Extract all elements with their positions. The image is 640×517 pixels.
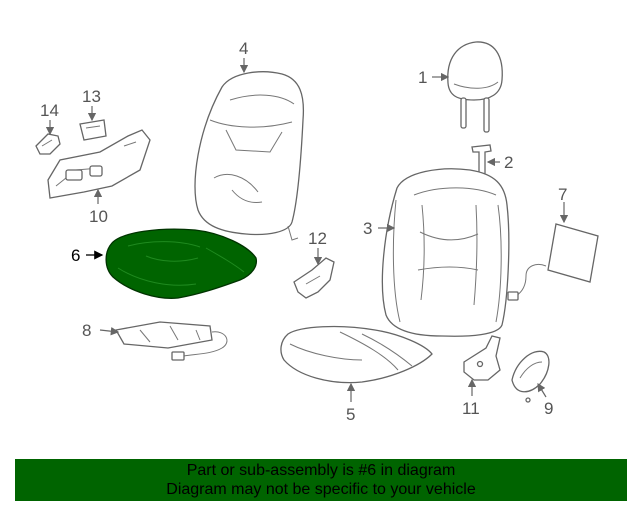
part-7-seat-heater[interactable] — [507, 223, 599, 301]
part-10-side-trim[interactable] — [47, 129, 151, 199]
part-3-seatback-cover[interactable] — [381, 168, 510, 337]
part-12-bracket[interactable] — [293, 257, 335, 299]
part-14-knob[interactable] — [35, 133, 61, 155]
callout-labels: 1 2 3 4 5 6 7 8 9 10 11 12 13 14 — [40, 39, 567, 424]
callout-5[interactable]: 5 — [346, 405, 355, 424]
callout-3[interactable]: 3 — [363, 219, 372, 238]
callout-14[interactable]: 14 — [40, 101, 59, 120]
callout-7[interactable]: 7 — [558, 185, 567, 204]
info-banner: Part or sub-assembly is #6 in diagram Di… — [15, 459, 627, 501]
part-13-clip[interactable] — [79, 119, 107, 141]
callout-4[interactable]: 4 — [239, 39, 248, 58]
banner-line-disclaimer: Diagram may not be specific to your vehi… — [166, 481, 476, 498]
callout-2[interactable]: 2 — [504, 153, 513, 172]
leader-lines — [45, 58, 569, 402]
part-9-side-cover[interactable] — [511, 350, 550, 403]
part-8-cushion-heater[interactable] — [114, 321, 228, 361]
part-4-seatback-pad[interactable] — [194, 71, 305, 241]
callout-10[interactable]: 10 — [89, 207, 108, 226]
callout-8[interactable]: 8 — [82, 321, 91, 340]
part-1-headrest[interactable] — [447, 41, 503, 133]
callout-12[interactable]: 12 — [308, 229, 327, 248]
part-5-cushion-cover[interactable] — [280, 325, 433, 384]
callout-1[interactable]: 1 — [418, 68, 427, 87]
callout-6-highlighted[interactable]: 6 — [71, 246, 80, 265]
part-6-cushion-pad-highlighted[interactable] — [105, 228, 258, 299]
callout-11[interactable]: 11 — [462, 399, 480, 418]
callout-9[interactable]: 9 — [544, 399, 553, 418]
banner-line-part-info: Part or sub-assembly is #6 in diagram — [186, 462, 456, 479]
part-11-bracket[interactable] — [463, 335, 501, 381]
callout-13[interactable]: 13 — [82, 87, 101, 106]
